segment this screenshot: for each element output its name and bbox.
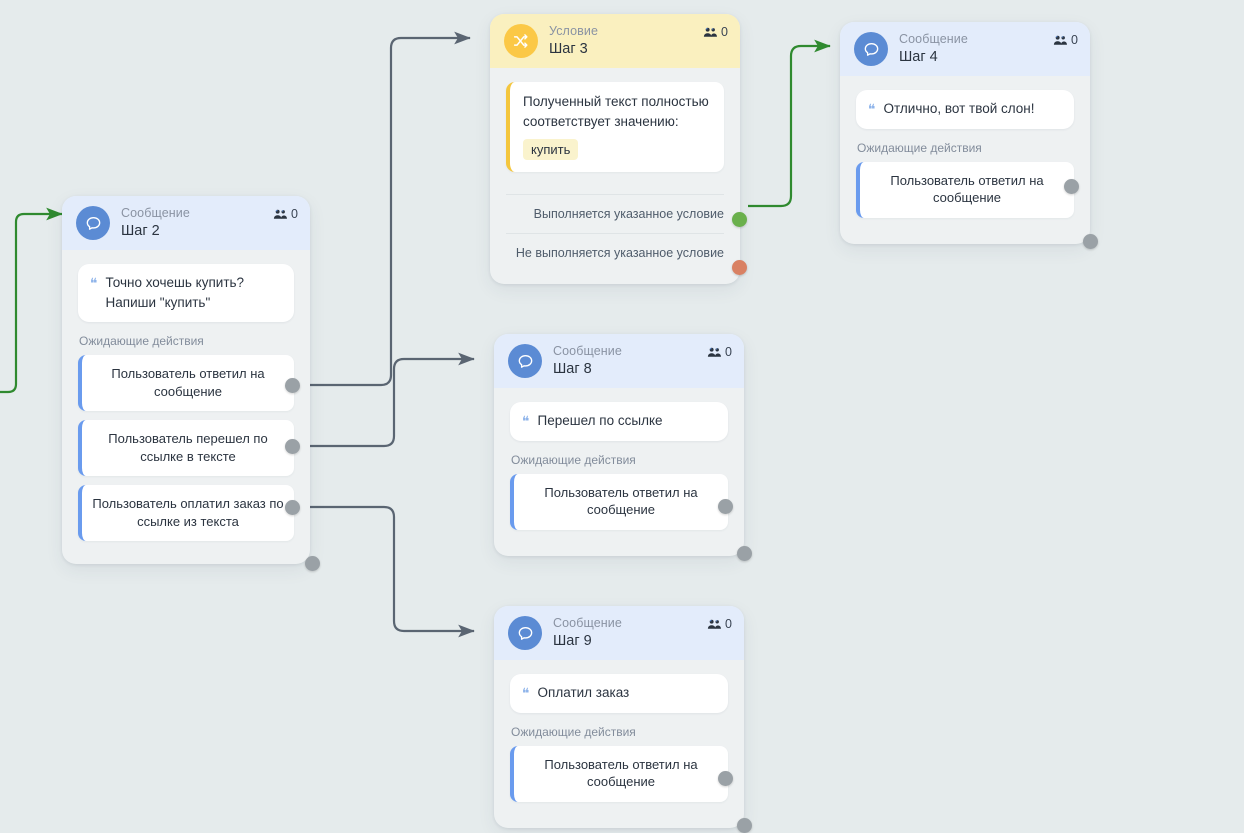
- node-step9-body: ❝ Оплатил заказ Ожидающие действия Польз…: [494, 660, 744, 818]
- node-step2-pending-item-3[interactable]: Пользователь оплатил заказ по ссылке из …: [78, 485, 294, 542]
- node-step8-pending-label: Ожидающие действия: [511, 452, 636, 467]
- node-step2-step: Шаг 2: [121, 222, 160, 239]
- node-step9-pending-label: Ожидающие действия: [511, 724, 636, 739]
- node-step4-pending-item-1[interactable]: Пользователь ответил на сообщение: [856, 161, 1074, 218]
- node-step2-body: ❝ Точно хочешь купить? Напиши "купить" О…: [62, 250, 310, 557]
- node-step8-message-text: Перешел по ссылке: [537, 413, 663, 428]
- node-step2-port-out-1[interactable]: [285, 378, 300, 393]
- quote-marks-icon: ❝: [522, 413, 530, 429]
- node-step8-body: ❝ Перешел по ссылке Ожидающие действия П…: [494, 388, 744, 546]
- node-step2-members-count: 0: [291, 207, 298, 221]
- node-step2-port-out-2[interactable]: [285, 439, 300, 454]
- node-step2-port-out-3[interactable]: [285, 500, 300, 515]
- node-step9-port-bottom[interactable]: [737, 818, 752, 833]
- node-step9-members: 0: [707, 617, 732, 631]
- node-step4-message-bubble[interactable]: ❝ Отлично, вот твой слон!: [856, 90, 1074, 129]
- node-step4-members-count: 0: [1071, 33, 1078, 47]
- edge-step2-out2-to-step8: [300, 352, 475, 448]
- node-step3-condition-chip: купить: [523, 139, 579, 161]
- quote-marks-icon: ❝: [90, 275, 98, 291]
- node-step9-message-text: Оплатил заказ: [537, 685, 630, 700]
- edge-step2-out3-to-step9: [300, 505, 475, 638]
- node-step4-body: ❝ Отлично, вот твой слон! Ожидающие дейс…: [840, 76, 1090, 234]
- node-step8-port-bottom[interactable]: [737, 546, 752, 561]
- node-step2-port-bottom[interactable]: [305, 556, 320, 571]
- node-step2[interactable]: Сообщение Шаг 2 0 ❝: [62, 196, 320, 571]
- node-step9-members-count: 0: [725, 617, 732, 631]
- node-step2-message-bubble[interactable]: ❝ Точно хочешь купить? Напиши "купить": [78, 264, 294, 323]
- node-step9-port-out-1[interactable]: [718, 771, 733, 786]
- node-step4[interactable]: Сообщение Шаг 4 0 ❝: [840, 22, 1098, 249]
- node-step3-members: 0: [703, 25, 728, 39]
- chat-bubble-icon: [76, 206, 110, 240]
- node-step3-body: Полученный текст полностью соответствует…: [490, 68, 740, 272]
- chat-bubble-icon: [508, 344, 542, 378]
- edge-incoming-step2: [0, 207, 63, 394]
- people-group-icon: [707, 347, 721, 357]
- node-step8-members-count: 0: [725, 345, 732, 359]
- node-step3-members-count: 0: [721, 25, 728, 39]
- node-step4-message-text: Отлично, вот твой слон!: [883, 101, 1035, 116]
- node-step3-type: Условие: [549, 24, 599, 39]
- node-step9-pending-item-1[interactable]: Пользователь ответил на сообщение: [510, 745, 728, 802]
- node-step9-step: Шаг 9: [553, 632, 592, 649]
- node-step8-port-out-1[interactable]: [718, 499, 733, 514]
- quote-marks-icon: ❝: [522, 685, 530, 701]
- node-step8-header[interactable]: Сообщение Шаг 8 0: [494, 334, 744, 388]
- edge-step3-true-to-step4: [748, 39, 831, 208]
- node-step2-pending-item-1[interactable]: Пользователь ответил на сообщение: [78, 355, 294, 412]
- node-step3-condition-text: Полученный текст полностью соответствует…: [523, 94, 709, 129]
- shuffle-branch-icon: [504, 24, 538, 58]
- chat-bubble-icon: [854, 32, 888, 66]
- node-step2-message-text: Точно хочешь купить? Напиши "купить": [105, 275, 245, 310]
- node-step2-header[interactable]: Сообщение Шаг 2 0: [62, 196, 310, 250]
- people-group-icon: [703, 27, 717, 37]
- edge-step2-out1-to-step3: [300, 31, 471, 387]
- node-step3-step: Шаг 3: [549, 40, 588, 57]
- people-group-icon: [273, 209, 287, 219]
- node-step9-header[interactable]: Сообщение Шаг 9 0: [494, 606, 744, 660]
- node-step3-port-false[interactable]: [732, 260, 747, 275]
- node-step8-message-bubble[interactable]: ❝ Перешел по ссылке: [510, 402, 728, 441]
- people-group-icon: [707, 619, 721, 629]
- node-step8-members: 0: [707, 345, 732, 359]
- quote-marks-icon: ❝: [868, 101, 876, 117]
- node-step2-type: Сообщение: [121, 206, 190, 221]
- node-step4-header[interactable]: Сообщение Шаг 4 0: [840, 22, 1090, 76]
- node-step2-pending-label: Ожидающие действия: [79, 334, 204, 349]
- node-step3-port-true[interactable]: [732, 212, 747, 227]
- node-step2-members: 0: [273, 207, 298, 221]
- node-step4-type: Сообщение: [899, 32, 968, 47]
- node-step4-port-out-1[interactable]: [1064, 179, 1079, 194]
- node-step3-output-true[interactable]: Выполняется указанное условие: [506, 194, 724, 233]
- node-step3-output-false[interactable]: Не выполняется указанное условие: [506, 233, 724, 272]
- node-step8[interactable]: Сообщение Шаг 8 0 ❝: [494, 334, 752, 561]
- node-step3-header[interactable]: Условие Шаг 3 0: [490, 14, 740, 68]
- node-step3[interactable]: Условие Шаг 3 0 Полу: [490, 14, 747, 284]
- node-step8-type: Сообщение: [553, 344, 622, 359]
- people-group-icon: [1053, 35, 1067, 45]
- node-step3-output-false-label: Не выполняется указанное условие: [515, 246, 724, 261]
- chat-bubble-icon: [508, 616, 542, 650]
- node-step4-port-bottom[interactable]: [1083, 234, 1098, 249]
- node-step8-pending-item-1[interactable]: Пользователь ответил на сообщение: [510, 473, 728, 530]
- node-step8-step: Шаг 8: [553, 360, 592, 377]
- node-step4-pending-label: Ожидающие действия: [857, 140, 982, 155]
- node-step4-step: Шаг 4: [899, 48, 938, 65]
- node-step9[interactable]: Сообщение Шаг 9 0 ❝: [494, 606, 752, 833]
- node-step9-message-bubble[interactable]: ❝ Оплатил заказ: [510, 674, 728, 713]
- node-step2-pending-item-2[interactable]: Пользователь перешел по ссылке в тексте: [78, 420, 294, 477]
- node-step4-members: 0: [1053, 33, 1078, 47]
- node-step3-condition-box[interactable]: Полученный текст полностью соответствует…: [506, 82, 724, 173]
- node-step3-output-true-label: Выполняется указанное условие: [533, 207, 724, 222]
- node-step9-type: Сообщение: [553, 616, 622, 631]
